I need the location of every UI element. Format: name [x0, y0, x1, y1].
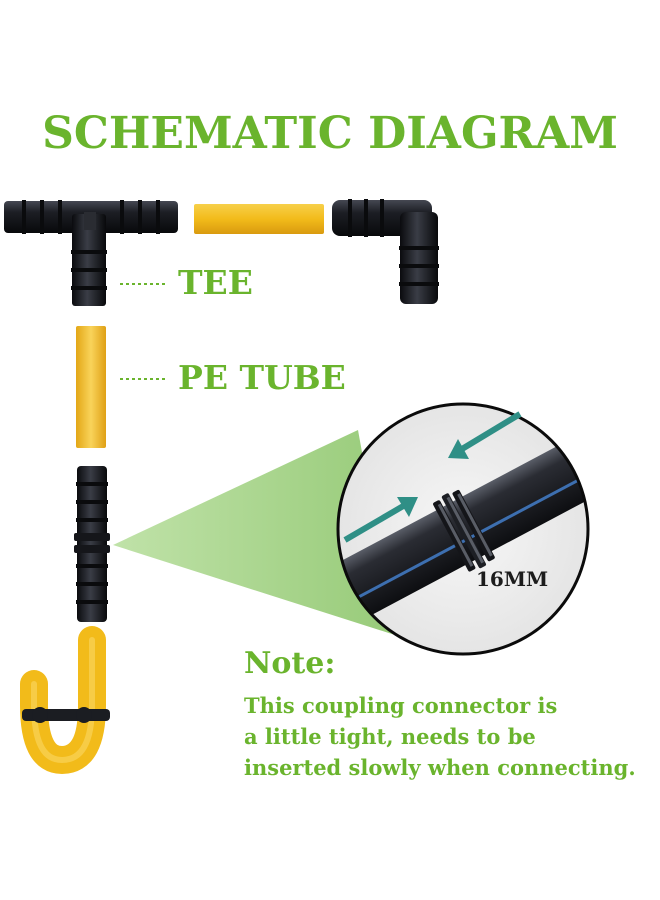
magnified-view: [336, 402, 590, 656]
insert-arrow-right-icon: [448, 411, 522, 459]
callout-cone: [113, 430, 395, 635]
coupling-connector: [74, 466, 110, 622]
note-heading: Note:: [244, 646, 336, 681]
bent-hose-with-clip: [20, 626, 110, 775]
pe-tube-vertical: [76, 326, 106, 448]
tee-fitting: [4, 200, 178, 306]
note-line-2: a little tight, needs to be: [244, 724, 536, 749]
tee-label: TEE: [178, 263, 253, 302]
note-line-1: This coupling connector is: [244, 693, 558, 718]
pe-tube-label: PE TUBE: [178, 358, 346, 397]
insert-arrow-left-icon: [343, 497, 418, 543]
elbow-fitting: [332, 199, 439, 304]
pe-tube-horizontal: [194, 204, 324, 234]
note-line-3: inserted slowly when connecting.: [244, 755, 636, 780]
size-label: 16MM: [476, 567, 549, 591]
page-title: SCHEMATIC DIAGRAM: [42, 108, 618, 159]
